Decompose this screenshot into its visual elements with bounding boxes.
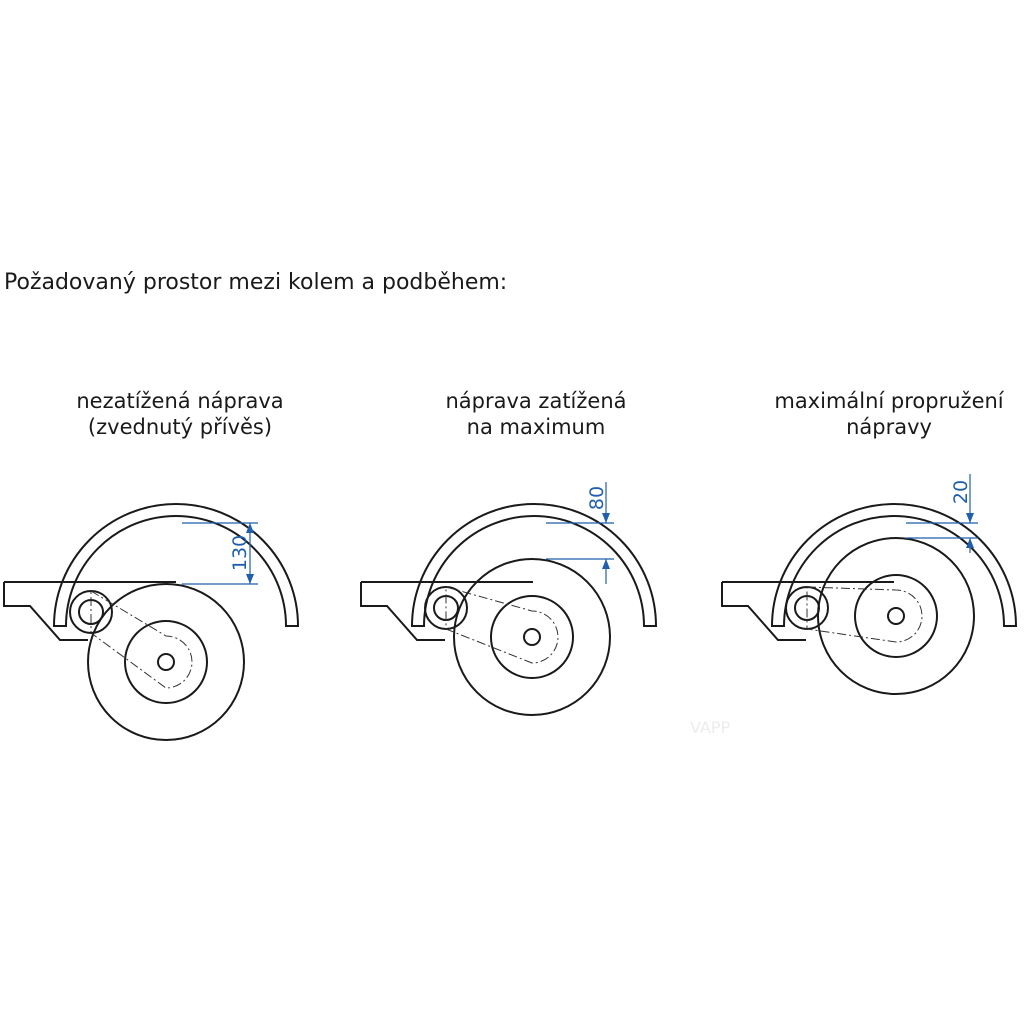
panel-max-suspension: 20	[721, 474, 1018, 695]
caption-line-2: nápravy	[846, 415, 932, 439]
dimension-label: 20	[950, 480, 972, 504]
watermark: VAPP	[690, 718, 731, 737]
swing-arm-outline	[90, 590, 193, 689]
wheel-tyre	[817, 537, 975, 695]
caption-max-suspension: maximální propružení nápravy	[744, 388, 1024, 440]
caption-line-1: náprava zatížená	[445, 389, 627, 413]
torsion-tube	[424, 586, 468, 630]
dimension-marker: 20	[906, 474, 978, 553]
wheel-rim	[854, 574, 938, 658]
page-heading: Požadovaný prostor mezi kolem a podběhem…	[4, 270, 508, 295]
caption-unloaded-axle: nezatížená náprava (zvednutý přívěs)	[35, 388, 325, 440]
caption-loaded-axle: náprava zatížená na maximum	[391, 388, 681, 440]
caption-line-1: nezatížená náprava	[76, 389, 284, 413]
dimension-label: 80	[586, 486, 608, 510]
swing-arm-outline	[806, 586, 923, 643]
dimension-marker: 130	[182, 522, 258, 585]
caption-line-2: na maximum	[466, 415, 606, 439]
caption-line-1: maximální propružení	[774, 389, 1004, 413]
caption-line-2: (zvednutý přívěs)	[87, 415, 273, 439]
wheel-tyre	[87, 583, 245, 741]
panel-unloaded-axle: 130	[3, 503, 300, 741]
frame-bracket	[721, 581, 894, 641]
wheel-rim	[124, 620, 208, 704]
dimension-label: 130	[229, 535, 251, 571]
swing-arm-outline	[445, 586, 559, 664]
fender-arch	[410, 503, 658, 627]
wheel-hub	[523, 628, 541, 646]
fender-arch	[52, 503, 300, 627]
wheel-hub	[887, 607, 905, 625]
wheel-tyre	[453, 558, 611, 716]
dimension-marker: 80	[546, 482, 614, 584]
wheel-hub	[157, 653, 175, 671]
wheel-rim	[490, 595, 574, 679]
frame-bracket	[360, 581, 533, 641]
panel-loaded-axle: 80	[360, 482, 658, 716]
frame-bracket	[3, 581, 176, 641]
fender-arch	[770, 503, 1018, 627]
